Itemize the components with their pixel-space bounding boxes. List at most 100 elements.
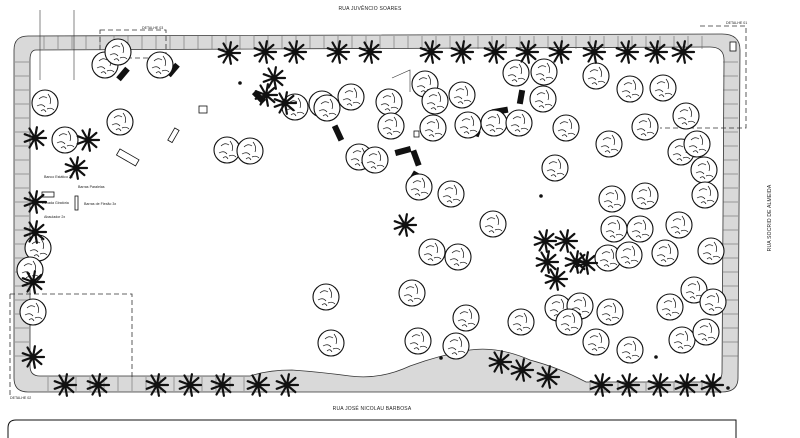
palm-symbol xyxy=(64,156,89,180)
detail-label-01: DETALHE 01 xyxy=(726,21,747,25)
tree-symbol xyxy=(146,51,174,79)
tree-symbol xyxy=(236,137,264,165)
tree-symbol xyxy=(51,126,79,154)
tree-symbol xyxy=(421,87,449,115)
palm-symbol xyxy=(674,373,699,397)
palm-symbol xyxy=(515,40,540,64)
tree-symbol xyxy=(699,288,727,316)
palm-symbol xyxy=(510,358,535,382)
tree-symbol xyxy=(555,308,583,336)
palm-symbol xyxy=(253,40,278,64)
tree-symbol xyxy=(656,293,684,321)
palm-symbol xyxy=(262,66,287,90)
broadleaf-trees xyxy=(16,38,727,364)
tree-symbol xyxy=(454,111,482,139)
tree-symbol xyxy=(631,113,659,141)
tree-symbol xyxy=(317,329,345,357)
tree-symbol xyxy=(479,210,507,238)
tree-symbol xyxy=(541,154,569,182)
palm-symbol xyxy=(23,126,48,150)
lamp-post xyxy=(238,81,242,85)
palm-symbol xyxy=(86,373,111,397)
detail-label-02: DETALHE 02 xyxy=(10,396,31,400)
tree-symbol xyxy=(672,102,700,130)
tree-symbol xyxy=(529,85,557,113)
palm-symbol xyxy=(616,373,641,397)
tree-symbol xyxy=(106,108,134,136)
palm-symbol xyxy=(419,40,444,64)
tree-symbol xyxy=(442,332,470,360)
bin-marker xyxy=(198,105,208,114)
tree-symbol xyxy=(616,336,644,364)
tree-symbol xyxy=(616,75,644,103)
palm-symbol xyxy=(647,373,672,397)
tree-symbol xyxy=(19,298,47,326)
tree-symbol xyxy=(213,136,241,164)
palm-symbol xyxy=(21,270,46,294)
palm-symbol xyxy=(178,373,203,397)
bin-marker xyxy=(167,127,180,144)
detail-leader-center xyxy=(391,69,411,92)
playground-label-1: Banco Estático 2x xyxy=(44,175,73,179)
tree-symbol xyxy=(104,38,132,66)
tree-symbol xyxy=(405,173,433,201)
palm-symbol xyxy=(23,190,48,214)
tree-symbol xyxy=(691,181,719,209)
tree-symbol xyxy=(377,112,405,140)
palm-symbol xyxy=(21,345,46,369)
tree-symbol xyxy=(530,58,558,86)
lamp-post xyxy=(539,194,543,198)
lamp-post xyxy=(654,355,658,359)
palm-symbol xyxy=(582,40,607,64)
tree-symbol xyxy=(598,185,626,213)
bench xyxy=(410,149,422,167)
tree-symbol xyxy=(419,114,447,142)
tree-symbol xyxy=(480,109,508,137)
palm-symbol xyxy=(326,40,351,64)
tree-symbol xyxy=(312,283,340,311)
bin-marker xyxy=(729,41,737,52)
tree-symbol xyxy=(552,114,580,142)
tree-symbol xyxy=(615,241,643,269)
palm-symbol xyxy=(644,40,669,64)
palm-symbol xyxy=(23,220,48,244)
tree-symbol xyxy=(31,89,59,117)
tree-symbol xyxy=(595,130,623,158)
tree-symbol xyxy=(313,94,341,122)
tree-symbol xyxy=(692,318,720,346)
palm-symbol xyxy=(393,213,418,237)
tree-symbol xyxy=(651,239,679,267)
playground-label-4: Barras de Flexão 3x xyxy=(84,202,116,206)
palm-symbol xyxy=(548,40,573,64)
detail-box-03 xyxy=(99,29,167,59)
palm-symbol xyxy=(217,41,242,65)
palm-symbol xyxy=(615,40,640,64)
palm-symbol xyxy=(574,251,599,275)
palm-symbol xyxy=(275,373,300,397)
playground-label-3: Escada Giratória xyxy=(42,201,69,205)
palm-symbol xyxy=(358,40,383,64)
tree-symbol xyxy=(631,182,659,210)
site-objects xyxy=(41,41,737,390)
street-label-bottom: RUA JOSÉ NICOLAU BARBOSA xyxy=(333,405,412,412)
tree-symbol xyxy=(337,83,365,111)
tree-symbol xyxy=(444,243,472,271)
palm-symbol xyxy=(533,229,558,253)
palm-symbol xyxy=(554,229,579,253)
playground-label-5: Abaulador 2x xyxy=(44,215,65,219)
tree-symbol xyxy=(375,88,403,116)
playground-bench xyxy=(74,195,79,211)
tree-symbol xyxy=(683,130,711,158)
tree-symbol xyxy=(582,328,610,356)
palm-symbol xyxy=(700,373,725,397)
palm-symbol xyxy=(535,250,560,274)
tree-symbol xyxy=(404,327,432,355)
tree-symbol xyxy=(507,308,535,336)
palm-symbol xyxy=(671,40,696,64)
tree-symbol xyxy=(596,298,624,326)
tree-symbol xyxy=(668,326,696,354)
palm-symbol xyxy=(488,350,513,374)
palm-symbol xyxy=(246,373,271,397)
palm-symbol xyxy=(589,373,614,397)
